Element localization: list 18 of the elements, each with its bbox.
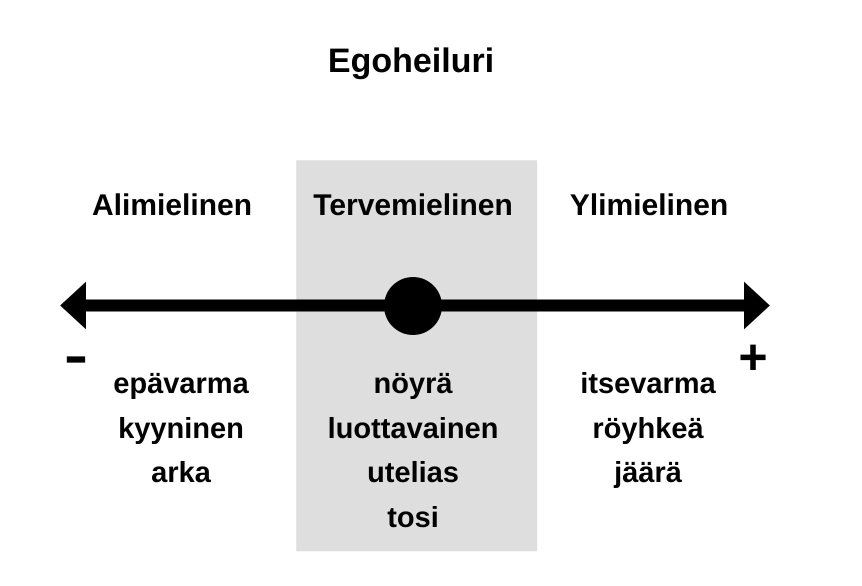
word-label: röyhkeä <box>594 416 704 444</box>
minus-sign: - <box>66 356 86 363</box>
word-label: luottavainen <box>330 416 497 438</box>
word-label: utelias <box>368 460 458 482</box>
plus-sign: + <box>740 344 766 370</box>
dot-marker <box>384 277 442 335</box>
word-label: kyyninen <box>120 416 242 444</box>
word-label: arka <box>152 460 211 482</box>
word-label: jäärä <box>614 460 682 488</box>
shaded-band <box>296 160 538 552</box>
word-label: tosi <box>388 506 437 528</box>
column-heading: Tervemielinen <box>314 193 511 216</box>
word-label: epävarma <box>114 372 249 400</box>
word-label: itsevarma <box>582 372 716 394</box>
column-heading: Ylimielinen <box>570 193 726 216</box>
title: Egoheiluri <box>330 47 492 80</box>
column-heading: Alimielinen <box>92 193 250 216</box>
word-label: nöyrä <box>375 372 453 400</box>
